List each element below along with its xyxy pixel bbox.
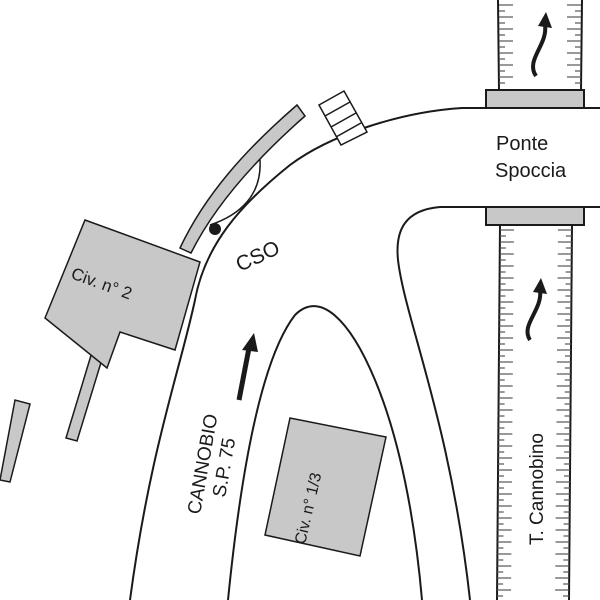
bridge-abutment-north <box>485 89 585 109</box>
wall-strip-lower <box>65 351 104 442</box>
bridge-abutment-south <box>485 206 585 226</box>
flow-arrow-south-icon <box>525 278 547 342</box>
stairs-icon <box>317 89 369 146</box>
label-junction: CSO <box>232 236 283 276</box>
point-marker <box>209 223 221 235</box>
road-outer-edge <box>129 107 600 600</box>
building-civ-1-3 <box>264 417 387 557</box>
label-bridge-line1: Ponte <box>496 133 548 155</box>
wall-strip-left <box>0 399 31 483</box>
flow-arrow-north-icon <box>531 12 552 78</box>
wall-strip-upper <box>178 103 307 254</box>
road-island-edge <box>227 305 423 600</box>
label-river: T. Cannobino <box>527 433 548 545</box>
road-inner-edge <box>396 206 600 600</box>
river-bank-lower-left <box>496 224 501 600</box>
river-bank-upper-left <box>497 0 500 91</box>
river-bank-upper-right <box>580 0 583 91</box>
river-ticks <box>497 4 581 597</box>
building-civ-2 <box>44 219 201 370</box>
river-bank-lower-right <box>568 224 573 600</box>
direction-arrow-icon <box>236 333 258 401</box>
label-bridge-line2: Spoccia <box>495 160 567 182</box>
